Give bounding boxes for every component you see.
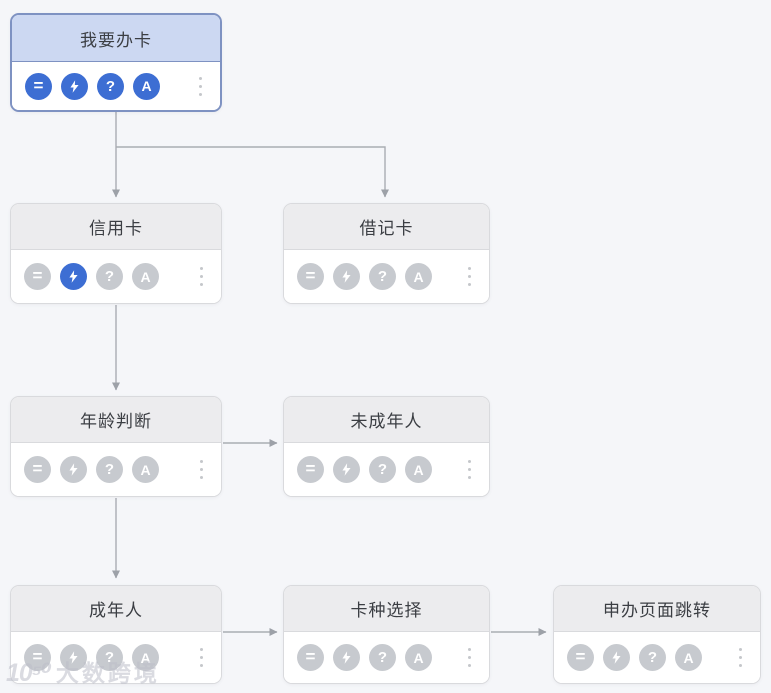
help-icon[interactable]: ? (369, 456, 396, 483)
node-toolbar: = ? A (554, 632, 760, 683)
lightning-icon[interactable] (333, 263, 360, 290)
more-options-icon[interactable] (194, 74, 207, 99)
more-options-icon[interactable] (463, 645, 476, 670)
node-title: 年龄判断 (11, 397, 221, 443)
node-toolbar: = ? A (12, 62, 220, 110)
flow-node-credit-card[interactable]: 信用卡 = ? A (10, 203, 222, 304)
flow-node-minor[interactable]: 未成年人 = ? A (283, 396, 490, 497)
lightning-icon[interactable] (60, 456, 87, 483)
flow-node-apply-card[interactable]: 我要办卡 = ? A (10, 13, 222, 112)
flow-node-age-check[interactable]: 年龄判断 = ? A (10, 396, 222, 497)
help-icon[interactable]: ? (369, 263, 396, 290)
node-title: 我要办卡 (12, 15, 220, 62)
menu-icon[interactable]: = (297, 263, 324, 290)
node-title: 借记卡 (284, 204, 489, 250)
menu-icon[interactable]: = (297, 644, 324, 671)
more-options-icon[interactable] (463, 457, 476, 482)
node-toolbar: = ? A (284, 250, 489, 303)
more-options-icon[interactable] (463, 264, 476, 289)
menu-icon[interactable]: = (25, 72, 52, 100)
letter-a-icon[interactable]: A (405, 263, 432, 290)
lightning-icon[interactable] (333, 644, 360, 671)
lightning-icon[interactable] (333, 456, 360, 483)
help-icon[interactable]: ? (96, 456, 123, 483)
flow-node-debit-card[interactable]: 借记卡 = ? A (283, 203, 490, 304)
letter-a-icon[interactable]: A (132, 644, 159, 671)
node-toolbar: = ? A (284, 632, 489, 683)
more-options-icon[interactable] (734, 645, 747, 670)
menu-icon[interactable]: = (24, 263, 51, 290)
lightning-icon[interactable] (60, 644, 87, 671)
letter-a-icon[interactable]: A (133, 72, 160, 100)
help-icon[interactable]: ? (639, 644, 666, 671)
menu-icon[interactable]: = (24, 456, 51, 483)
menu-icon[interactable]: = (24, 644, 51, 671)
flow-node-adult[interactable]: 成年人 = ? A (10, 585, 222, 684)
more-options-icon[interactable] (195, 457, 208, 482)
node-toolbar: = ? A (284, 443, 489, 496)
menu-icon[interactable]: = (567, 644, 594, 671)
letter-a-icon[interactable]: A (405, 456, 432, 483)
node-title: 卡种选择 (284, 586, 489, 632)
flow-node-card-type-select[interactable]: 卡种选择 = ? A (283, 585, 490, 684)
node-title: 申办页面跳转 (554, 586, 760, 632)
node-title: 信用卡 (11, 204, 221, 250)
node-title: 成年人 (11, 586, 221, 632)
menu-icon[interactable]: = (297, 456, 324, 483)
lightning-icon[interactable] (60, 263, 87, 290)
more-options-icon[interactable] (195, 264, 208, 289)
help-icon[interactable]: ? (97, 72, 124, 100)
edge-apply-to-debit (116, 146, 389, 198)
help-icon[interactable]: ? (96, 263, 123, 290)
letter-a-icon[interactable]: A (405, 644, 432, 671)
lightning-icon[interactable] (603, 644, 630, 671)
node-toolbar: = ? A (11, 443, 221, 496)
letter-a-icon[interactable]: A (675, 644, 702, 671)
letter-a-icon[interactable]: A (132, 456, 159, 483)
flow-node-apply-page-redirect[interactable]: 申办页面跳转 = ? A (553, 585, 761, 684)
lightning-icon[interactable] (61, 72, 88, 100)
letter-a-icon[interactable]: A (132, 263, 159, 290)
node-toolbar: = ? A (11, 632, 221, 683)
node-title: 未成年人 (284, 397, 489, 443)
more-options-icon[interactable] (195, 645, 208, 670)
help-icon[interactable]: ? (369, 644, 396, 671)
node-toolbar: = ? A (11, 250, 221, 303)
help-icon[interactable]: ? (96, 644, 123, 671)
